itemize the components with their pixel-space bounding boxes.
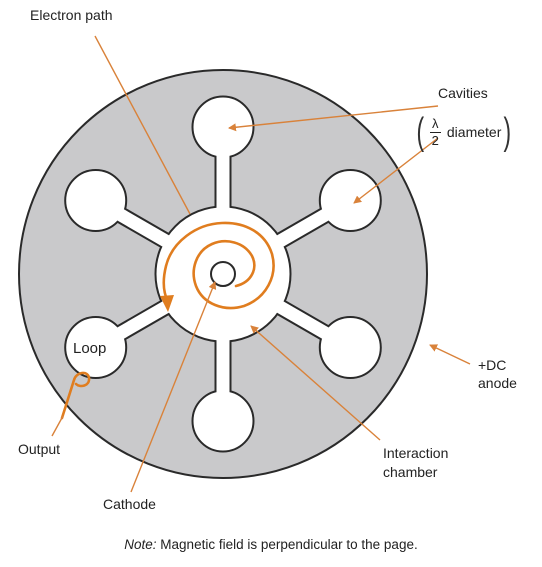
footnote: Note: Magnetic field is perpendicular to…	[0, 537, 542, 552]
output-leader	[51, 415, 64, 437]
cavity-leader-right	[353, 137, 439, 204]
label-electron-path: Electron path	[30, 7, 113, 23]
interaction-chamber-leader	[250, 325, 381, 441]
label-loop: Loop	[73, 340, 107, 357]
label-cavities: Cavities	[438, 85, 488, 101]
label-output: Output	[18, 441, 61, 457]
label-diameter: diameter	[446, 124, 502, 140]
cathode	[210, 261, 236, 287]
output-loop	[60, 371, 91, 420]
lambda-symbol: λ	[430, 115, 441, 133]
label-cathode: Cathode	[103, 496, 156, 512]
cavity-lower-right	[320, 318, 380, 377]
electron-spiral-path	[162, 221, 275, 310]
electron-path-leader	[94, 35, 191, 215]
cavity-lower-left	[66, 318, 126, 377]
label-dc-anode-line2: anode	[478, 375, 517, 391]
label-interaction-line1: Interaction	[383, 445, 449, 461]
anode-leader	[429, 344, 471, 365]
cathode-leader	[130, 281, 217, 493]
lambda-over-two: λ 2	[430, 115, 441, 148]
footnote-prefix: Note:	[124, 537, 157, 552]
left-paren: (	[416, 111, 425, 153]
label-interaction-line2: chamber	[383, 464, 438, 480]
label-dc-anode-line1: +DC	[478, 357, 507, 373]
cavity-top	[193, 97, 253, 157]
label-half-wavelength-diameter: ( λ 2 diameter )	[414, 110, 514, 154]
denominator-two: 2	[431, 132, 439, 148]
cavity-upper-right	[320, 171, 380, 230]
footnote-text: Magnetic field is perpendicular to the p…	[156, 537, 418, 552]
right-paren: )	[503, 111, 512, 153]
electron-spiral-arrowhead	[160, 295, 174, 312]
cavity-interiors	[66, 97, 380, 451]
cavity-bottom	[193, 391, 253, 451]
cavity-leader-top	[228, 105, 439, 132]
cavity-upper-left	[66, 171, 126, 230]
